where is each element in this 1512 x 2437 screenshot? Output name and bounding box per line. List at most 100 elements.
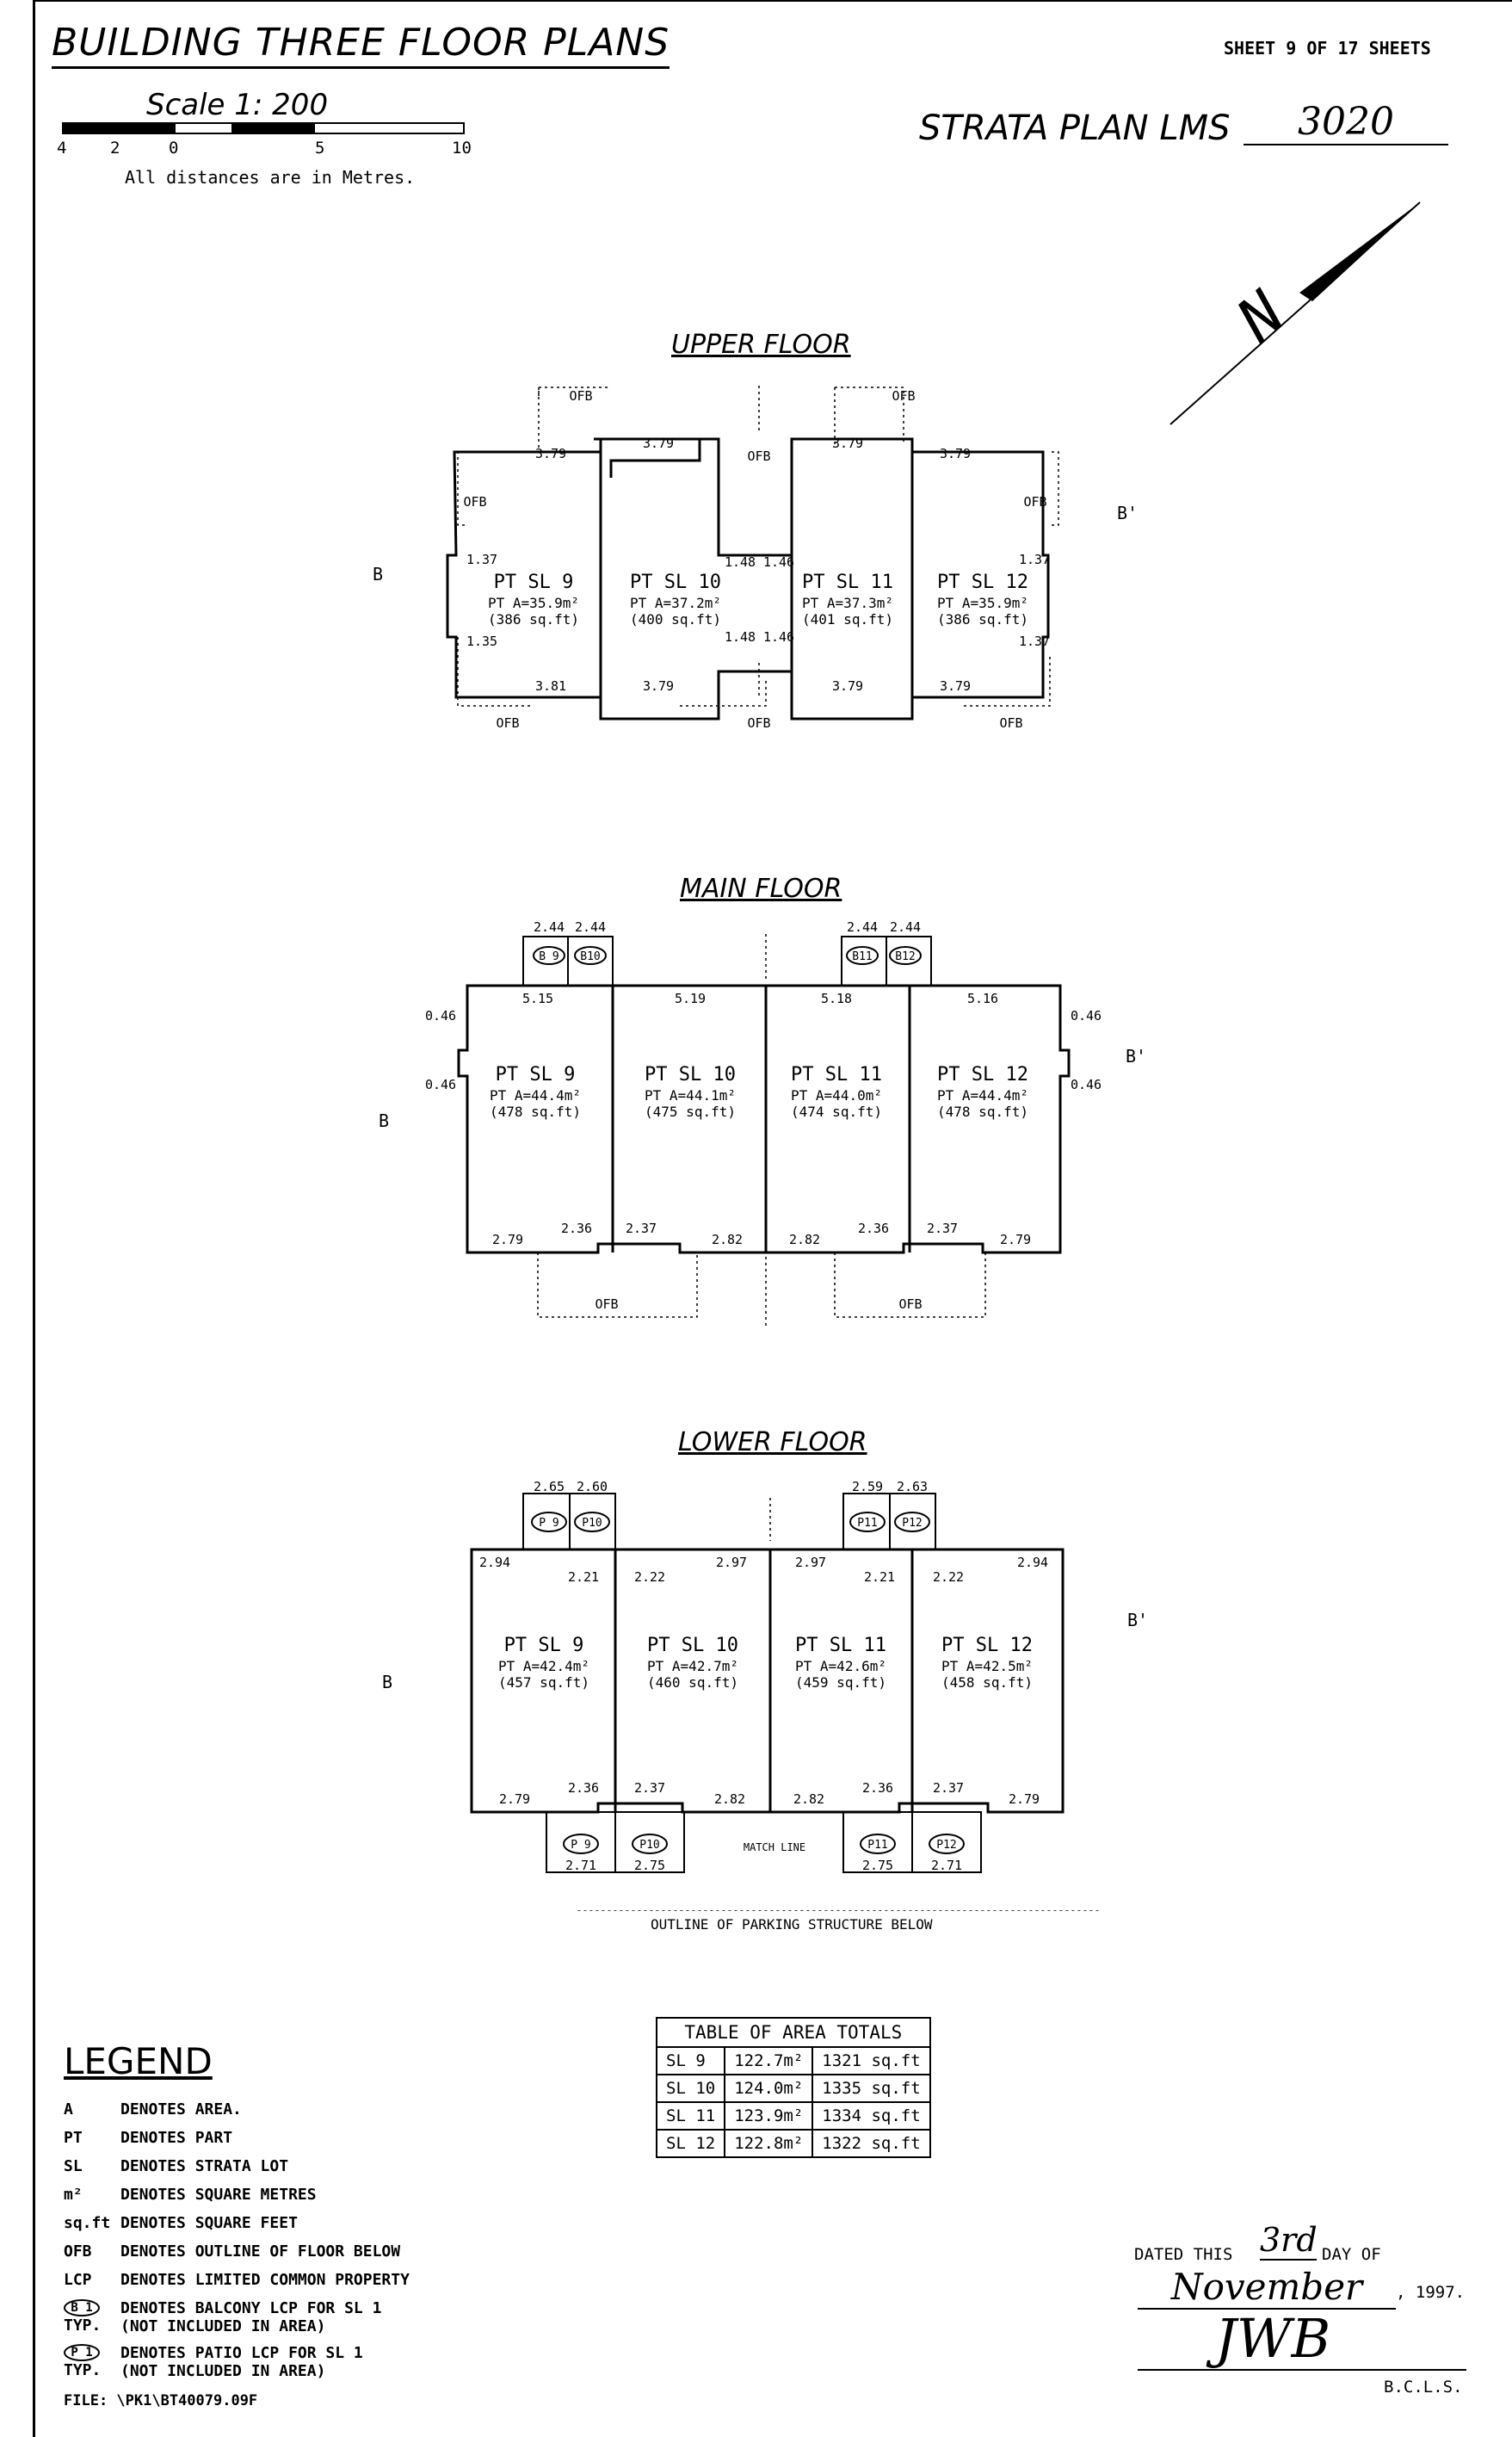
- main-unit-10-area: PT A=44.1m²: [645, 1087, 736, 1104]
- main-dim: 2.37: [927, 1221, 958, 1236]
- legend-item-patio: P 1 TYP. DENOTES PATIO LCP FOR SL 1(NOT …: [64, 2344, 363, 2380]
- main-dim: 5.15: [522, 991, 553, 1006]
- upper-dim: 1.46: [763, 629, 794, 645]
- lower-dim: 2.82: [793, 1791, 824, 1807]
- scale-tick-10: 10: [452, 139, 472, 158]
- lower-dim: 2.36: [568, 1780, 599, 1796]
- table-row: SL 12 122.8m² 1322 sq.ft: [655, 2129, 931, 2158]
- area-table-sl: SL 9: [655, 2046, 726, 2075]
- north-label: N: [1224, 277, 1298, 356]
- lower-unit-12-name: PT SL 12: [941, 1635, 1033, 1656]
- lower-dim: 2.79: [499, 1791, 530, 1807]
- upper-unit-11-sqft: (401 sq.ft): [802, 611, 893, 628]
- area-totals-table: TABLE OF AREA TOTALS SL 9 122.7m² 1321 s…: [655, 2017, 931, 2158]
- upper-floor-title: UPPER FLOOR: [671, 330, 851, 360]
- upper-dim: 3.79: [535, 446, 566, 461]
- main-dim: 2.44: [890, 919, 921, 935]
- patio-p10-bottom-label: P10: [639, 1839, 659, 1852]
- patio-p10-top-label: P10: [582, 1517, 602, 1530]
- patio-p12-bottom-label: P12: [936, 1839, 956, 1852]
- match-line-label: MATCH LINE: [744, 1841, 805, 1853]
- upper-ofb-label: OFB: [892, 388, 915, 404]
- upper-dim: 3.79: [832, 678, 863, 694]
- balcony-b11-label: B11: [852, 950, 872, 963]
- main-unit-10-sqft: (475 sq.ft): [645, 1104, 736, 1120]
- legend-item-balcony: B 1 TYP. DENOTES BALCONY LCP FOR SL 1(NO…: [64, 2299, 382, 2335]
- lower-unit-10-name: PT SL 10: [647, 1635, 738, 1656]
- main-dim: 2.82: [789, 1232, 820, 1247]
- area-table-sqft: 1335 sq.ft: [812, 2074, 931, 2103]
- balcony-symbol-icon: B 1: [64, 2299, 100, 2316]
- sheet-border-left: [33, 0, 35, 2437]
- balcony-b10-label: B10: [580, 950, 600, 963]
- lower-unit-11-sqft: (459 sq.ft): [795, 1674, 886, 1691]
- main-unit-11-area: PT A=44.0m²: [791, 1087, 882, 1104]
- upper-unit-12-area: PT A=35.9m²: [937, 595, 1028, 611]
- table-row: SL 11 123.9m² 1334 sq.ft: [655, 2101, 931, 2131]
- upper-unit-9-area: PT A=35.9m²: [488, 595, 579, 611]
- main-dim: 0.46: [425, 1008, 456, 1024]
- lower-dim: 2.75: [634, 1858, 665, 1873]
- scale-tick-0: 0: [169, 139, 179, 158]
- lower-floor-title: LOWER FLOOR: [678, 1427, 867, 1457]
- main-dim: 2.44: [575, 919, 606, 935]
- lower-unit-9-sqft: (457 sq.ft): [498, 1674, 589, 1691]
- upper-unit-11-name: PT SL 11: [802, 572, 893, 593]
- scale-label: Scale 1: 200: [146, 88, 329, 122]
- main-unit-12-sqft: (478 sq.ft): [937, 1104, 1028, 1120]
- lower-dim: 2.63: [897, 1481, 928, 1494]
- upper-dim: 1.37: [1019, 552, 1050, 567]
- area-table-m2: 122.8m²: [724, 2129, 814, 2158]
- upper-dim: 3.79: [643, 436, 674, 451]
- lower-unit-9-area: PT A=42.4m²: [498, 1658, 589, 1674]
- lower-unit-12-area: PT A=42.5m²: [941, 1658, 1033, 1674]
- dated-year: , 1997.: [1396, 2283, 1466, 2302]
- lower-unit-10-area: PT A=42.7m²: [647, 1658, 738, 1674]
- lower-floor-plan: P 9 P10 P11 P12 P 9 P10 P11 P12 PT SL 9 …: [470, 1481, 1102, 1911]
- upper-dim: 1.48: [725, 629, 756, 645]
- dated-month: November: [1138, 2266, 1396, 2310]
- lower-dim: 2.79: [1009, 1791, 1040, 1807]
- lower-dim: 2.97: [795, 1555, 826, 1570]
- patio-p9-bottom-label: P 9: [571, 1839, 590, 1852]
- scale-tick-2: 2: [110, 139, 120, 158]
- balcony-b9-label: B 9: [539, 950, 559, 963]
- main-unit-11-sqft: (474 sq.ft): [791, 1104, 882, 1120]
- lower-unit-11-area: PT A=42.6m²: [795, 1658, 886, 1674]
- main-dim: 0.46: [1071, 1008, 1102, 1024]
- upper-dim: 3.79: [832, 436, 863, 451]
- dated-day: 3rd: [1260, 2221, 1318, 2261]
- upper-unit-11-area: PT A=37.3m²: [802, 595, 893, 611]
- lower-dim: 2.21: [568, 1569, 599, 1585]
- upper-ofb-label: OFB: [569, 388, 592, 404]
- distances-note: All distances are in Metres.: [125, 167, 416, 188]
- area-table-sqft: 1321 sq.ft: [812, 2046, 931, 2075]
- main-floor-plan: B 9 B10 B11 B12 PT SL 9 PT A=44.4m² (478…: [425, 919, 1102, 1326]
- scale-bar: [62, 122, 465, 134]
- main-dim: 2.37: [626, 1221, 657, 1236]
- patio-p11-top-label: P11: [857, 1517, 877, 1530]
- area-table-m2: 123.9m²: [724, 2101, 814, 2131]
- upper-dim: 1.35: [466, 634, 497, 649]
- main-unit-12-name: PT SL 12: [937, 1064, 1028, 1086]
- upper-unit-9-sqft: (386 sq.ft): [488, 611, 579, 628]
- area-table-sl: SL 10: [655, 2074, 726, 2103]
- section-b-prime-lower: B': [1127, 1610, 1149, 1630]
- upper-unit-9-name: PT SL 9: [494, 572, 574, 593]
- legend-title: LEGEND: [64, 2040, 213, 2082]
- upper-unit-10-sqft: (400 sq.ft): [630, 611, 721, 628]
- main-dim: 2.79: [1000, 1232, 1031, 1247]
- area-table-sqft: 1322 sq.ft: [812, 2129, 931, 2158]
- dated-prefix: DATED THIS: [1134, 2245, 1233, 2264]
- table-row: SL 9 122.7m² 1321 sq.ft: [655, 2046, 931, 2075]
- dated-day-of: DAY OF: [1322, 2245, 1381, 2264]
- section-b-lower: B: [382, 1672, 393, 1692]
- lower-unit-10-sqft: (460 sq.ft): [647, 1674, 738, 1691]
- lower-dim: 2.36: [862, 1780, 893, 1796]
- table-row: SL 10 124.0m² 1335 sq.ft: [655, 2074, 931, 2103]
